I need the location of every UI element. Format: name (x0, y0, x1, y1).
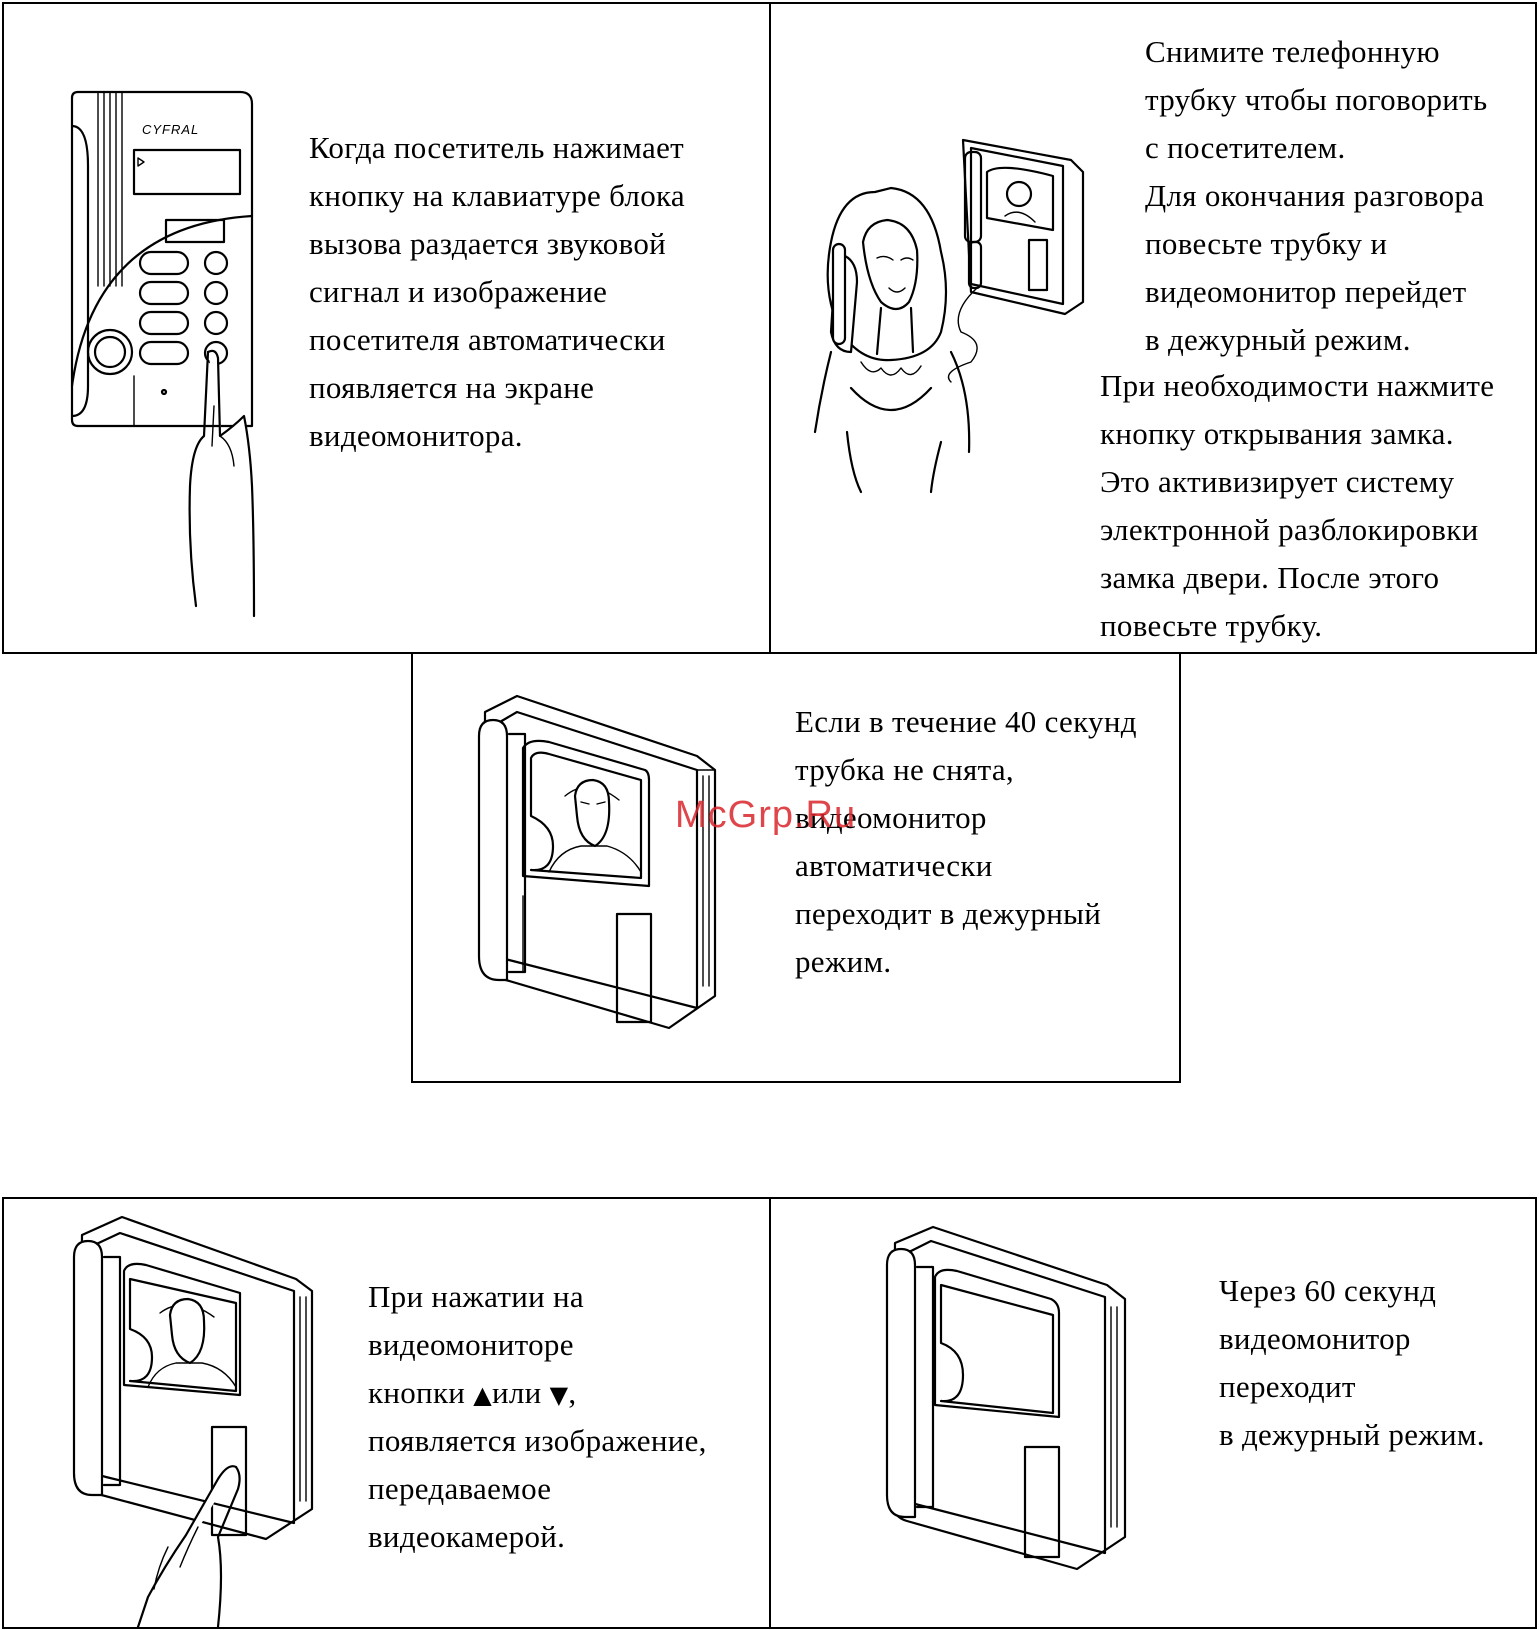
text-line: появляется на экране (309, 370, 595, 405)
text-line: повесьте трубку. (1100, 608, 1323, 643)
text-line: трубку чтобы поговорить (1145, 82, 1488, 117)
text-line: в дежурный режим. (1145, 322, 1411, 357)
text-line: вызова раздается звуковой (309, 226, 667, 261)
text-line: видеомонитор (795, 800, 987, 835)
text-line: появляется изображение, (368, 1423, 707, 1458)
talk-description-top: Снимите телефонную трубку чтобы поговори… (1145, 28, 1487, 364)
text-line: При нажатии на (368, 1279, 584, 1314)
watermark: McGrp.Ru (675, 794, 857, 836)
text-fragment: или (492, 1375, 550, 1410)
up-arrow-icon: ▲ (473, 1381, 493, 1409)
text-line: автоматически (795, 848, 993, 883)
text-fragment: кнопки (368, 1375, 474, 1410)
text-line: повесьте трубку и (1145, 226, 1388, 261)
text-line: видеокамерой. (368, 1519, 566, 1554)
panel-talk: Снимите телефонную трубку чтобы поговори… (769, 2, 1537, 654)
text-line: сигнал и изображение (309, 274, 608, 309)
text-line: Через 60 секунд (1219, 1273, 1437, 1308)
text-line: в дежурный режим. (1219, 1417, 1485, 1452)
text-line: видеомонитор (1219, 1321, 1411, 1356)
monitor-with-hand-illustration (72, 1215, 314, 1629)
door-station-illustration (70, 90, 256, 618)
text-line: кнопки ▲или ▼, (368, 1369, 707, 1417)
text-line: Снимите телефонную (1145, 34, 1440, 69)
text-line: с посетителем. (1145, 130, 1346, 165)
timeout-description: Если в течение 40 секунд трубка не снята… (795, 698, 1137, 986)
text-line: режим. (795, 944, 892, 979)
down-arrow-icon: ▼ (549, 1381, 569, 1409)
text-line: Когда посетитель нажимает (309, 130, 684, 165)
text-line: электронной разблокировки (1100, 512, 1479, 547)
text-line: кнопку на клавиатуре блока (309, 178, 685, 213)
standby-description: Через 60 секунд видеомонитор переходит в… (1219, 1267, 1485, 1459)
text-line: кнопку открывания замка. (1100, 416, 1454, 451)
text-line: переходит в дежурный (795, 896, 1102, 931)
panel-timeout: Если в течение 40 секунд трубка не снята… (411, 652, 1181, 1083)
call-description: Когда посетитель нажимает кнопку на клав… (309, 124, 685, 460)
text-line: передаваемое (368, 1471, 552, 1506)
text-line: трубка не снята, (795, 752, 1014, 787)
text-line: Это активизирует систему (1100, 464, 1455, 499)
text-line: Для окончания разговора (1145, 178, 1485, 213)
text-line: Если в течение 40 секунд (795, 704, 1137, 739)
monitor-with-visitor-illustration (477, 694, 717, 1030)
woman-on-phone-illustration (813, 138, 1085, 494)
text-line: видеомонитор перейдет (1145, 274, 1467, 309)
text-line: видеомонитора. (309, 418, 523, 453)
text-line: При необходимости нажмите (1100, 368, 1495, 403)
text-line: переходит (1219, 1369, 1356, 1404)
panel-standby: Через 60 секунд видеомонитор переходит в… (769, 1197, 1537, 1629)
text-fragment: , (568, 1375, 577, 1410)
brand-label: CYFRAL (142, 122, 200, 137)
panel-camera: При нажатии на видеомониторе кнопки ▲или… (2, 1197, 771, 1629)
talk-description-bottom: При необходимости нажмите кнопку открыва… (1100, 362, 1494, 650)
text-line: посетителя автоматически (309, 322, 666, 357)
text-line: видеомониторе (368, 1327, 574, 1362)
camera-description: При нажатии на видеомониторе кнопки ▲или… (368, 1273, 707, 1561)
panel-call: CYFRAL Когда посетитель нажимает кнопку … (2, 2, 771, 654)
monitor-standby-illustration (885, 1225, 1127, 1571)
text-line: замка двери. После этого (1100, 560, 1440, 595)
